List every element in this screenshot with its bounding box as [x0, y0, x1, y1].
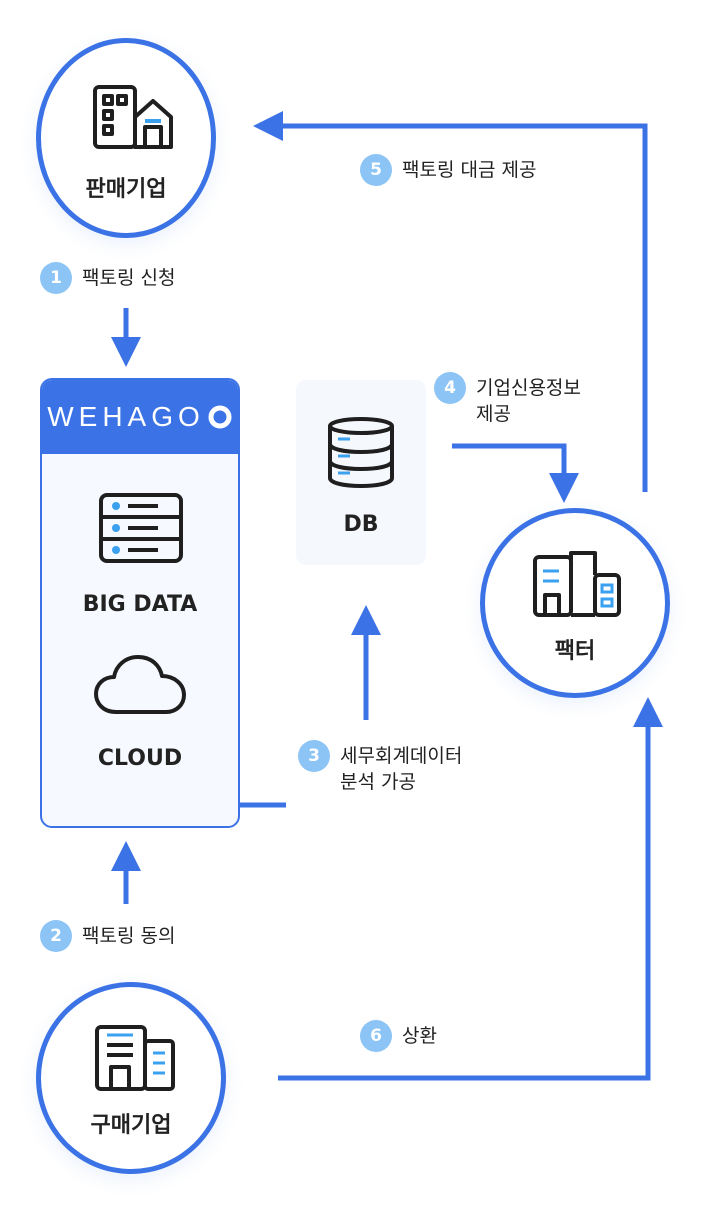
step-text-line: 팩토링 대금 제공	[402, 159, 537, 181]
seller-label: 판매기업	[85, 177, 167, 202]
office-building-icon	[533, 551, 621, 617]
server-icon	[99, 493, 183, 563]
building-icon	[93, 85, 173, 149]
apartment-building-icon	[95, 1025, 175, 1091]
step-text-line: 분석 가공	[340, 771, 416, 793]
database-icon	[328, 417, 394, 488]
buyer-label: 구매기업	[90, 1113, 172, 1138]
step-text-line: 상환	[402, 1025, 437, 1047]
step-text-line: 팩토링 신청	[82, 267, 176, 289]
arrow-repay	[278, 697, 663, 1081]
step-badge: 2	[40, 920, 72, 952]
wehago-header: WEHAGO	[42, 380, 238, 454]
cloud-label: CLOUD	[97, 746, 183, 771]
step-5: 5 팩토링 대금 제공	[360, 154, 536, 186]
buyer-node: 구매기업	[36, 982, 226, 1174]
step-text-line: 기업신용정보	[476, 377, 581, 399]
step-4: 4 기업신용정보 제공	[434, 372, 581, 427]
step-text-line: 세무회계데이터	[340, 745, 463, 767]
step-badge: 3	[298, 740, 330, 772]
step-6: 6 상환	[360, 1020, 437, 1052]
factor-label: 팩터	[554, 639, 596, 664]
wehago-platform-card: WEHAGO BIG DATA CLOUD	[40, 378, 240, 828]
step-1: 1 팩토링 신청	[40, 262, 175, 294]
db-label: DB	[343, 512, 379, 537]
step-badge: 6	[360, 1020, 392, 1052]
db-node: DB	[296, 380, 426, 565]
arrow-payment	[253, 111, 648, 492]
step-3: 3 세무회계데이터 분석 가공	[298, 740, 462, 795]
cloud-icon	[94, 655, 186, 714]
step-text-line: 팩토링 동의	[82, 925, 176, 947]
step-text-line: 제공	[476, 403, 511, 425]
step-badge: 4	[434, 372, 466, 404]
factor-node: 팩터	[480, 508, 670, 698]
big-data-label: BIG DATA	[82, 592, 198, 617]
step-badge: 5	[360, 154, 392, 186]
step-2: 2 팩토링 동의	[40, 920, 175, 952]
wehago-logo: WEHAGO	[47, 401, 205, 432]
step-badge: 1	[40, 262, 72, 294]
arrow-credit	[452, 443, 579, 503]
logo-ring-icon	[208, 405, 232, 429]
seller-node: 판매기업	[36, 38, 216, 238]
